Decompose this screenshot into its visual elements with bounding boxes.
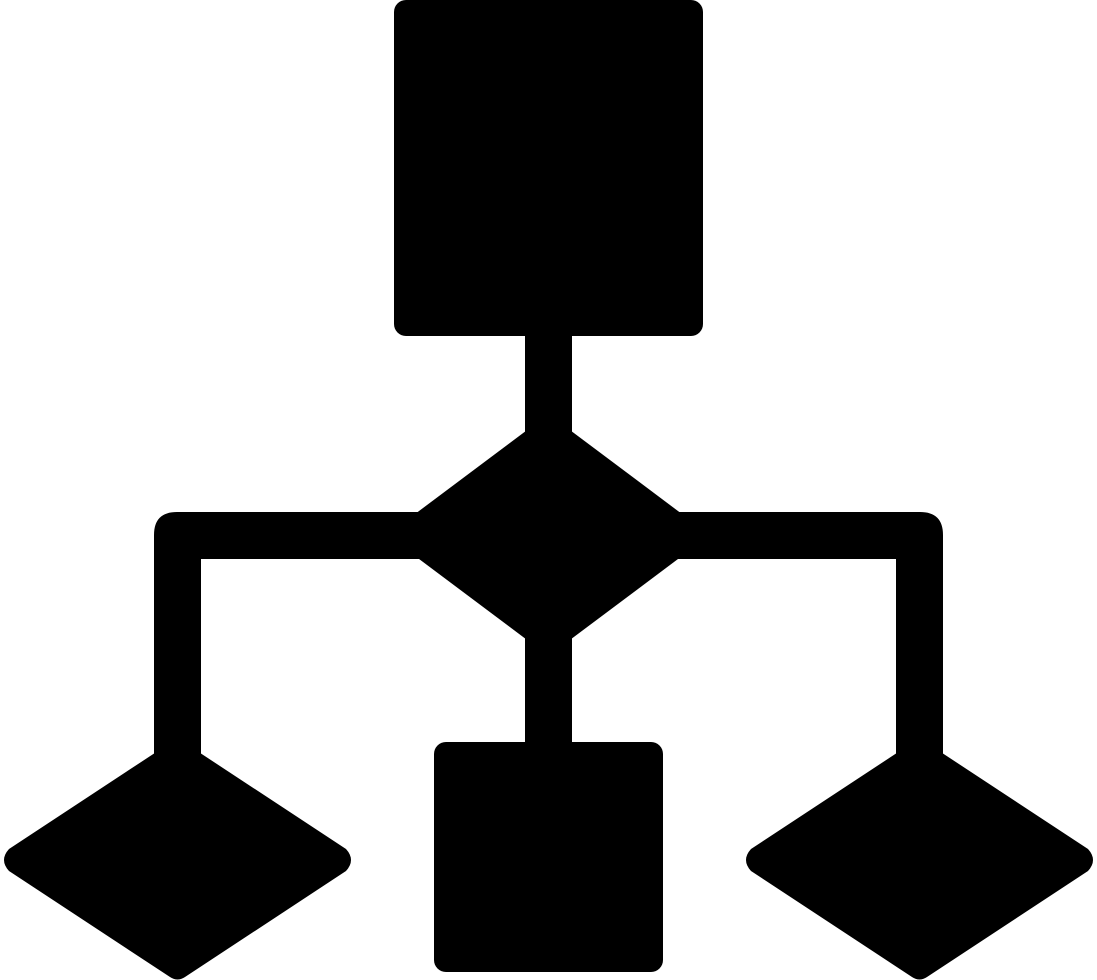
- bottom-left-decision-diamond: [4, 740, 351, 980]
- bottom-center-process-box: [434, 742, 663, 972]
- bottom-right-decision-diamond: [746, 740, 1093, 980]
- connector-center-to-bottom-left: [154, 512, 420, 770]
- connector-center-to-bottom-right: [677, 512, 943, 770]
- top-process-box: [394, 0, 703, 336]
- center-decision-diamond: [387, 414, 710, 656]
